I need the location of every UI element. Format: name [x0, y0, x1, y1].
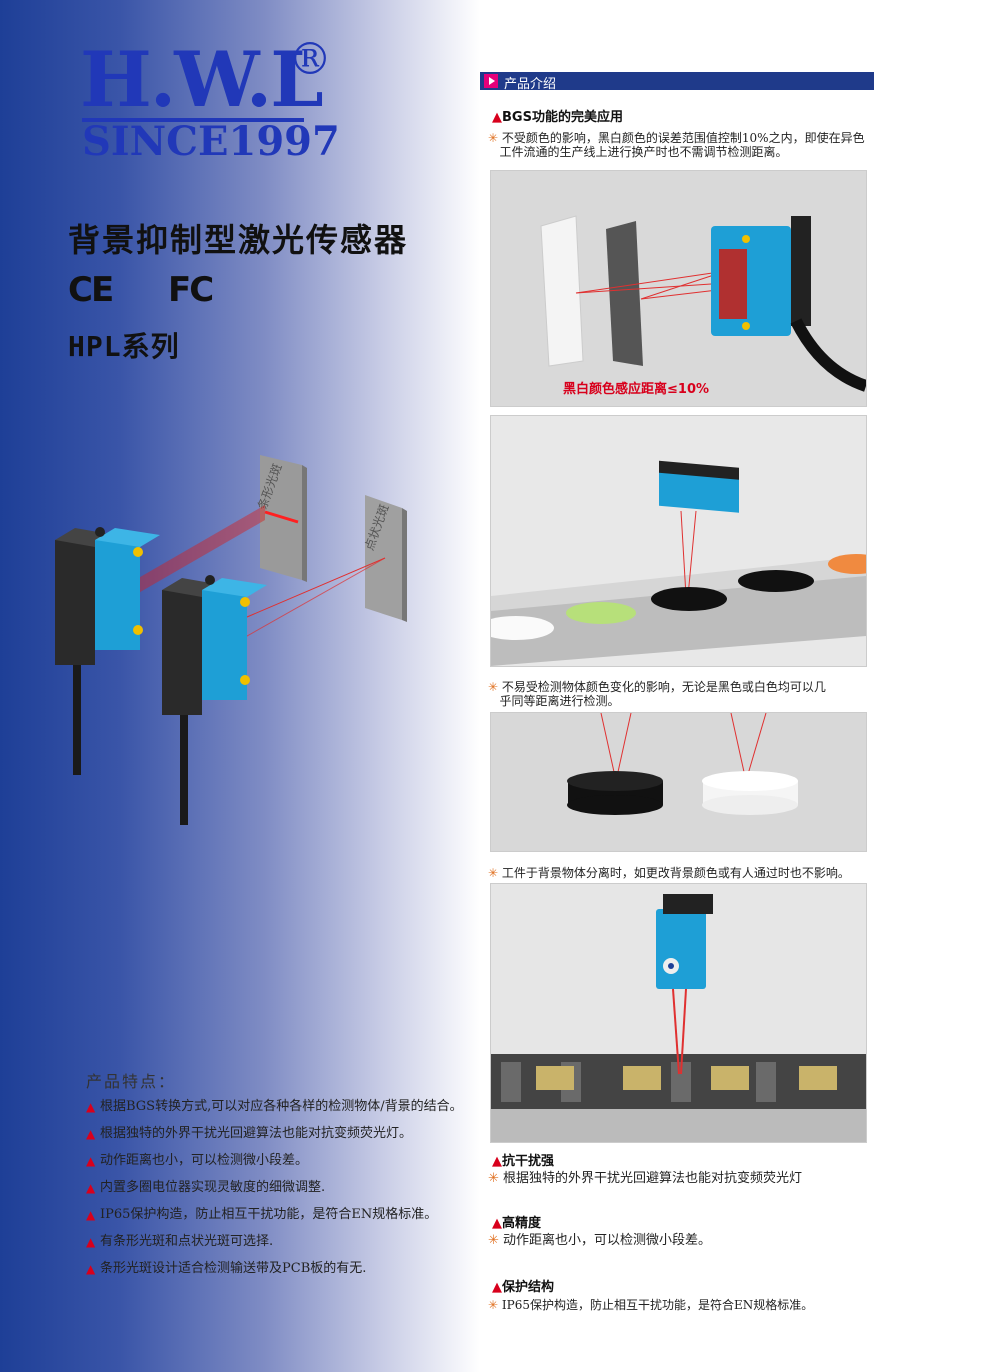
color-text: ✳ 不易受检测物体颜色变化的影响，无论是黑色或白色均可以几 乎同等距离进行检测。: [488, 680, 826, 708]
feature-item: ▲条形光斑设计适合检测输送带及PCB板的有无.: [86, 1261, 367, 1277]
sensor-illustration: 条形光斑 点状光斑: [55, 455, 407, 825]
protection-heading: ▲保护结构: [492, 1280, 555, 1295]
feature-item: ▲IP65保护构造，防止相互干扰功能，是符合EN规格标准。: [86, 1207, 438, 1223]
pcb-conveyor-panel: [490, 883, 867, 1143]
red-triangle-icon: ▲: [492, 1216, 502, 1231]
panel1-caption: 黑白颜色感应距离≤10%: [563, 381, 709, 397]
star-bullet-icon: ✳: [488, 1171, 499, 1186]
conveyor-color-panel: [490, 415, 867, 667]
fc-mark: FC: [168, 270, 214, 310]
feature-item: ▲有条形光斑和点状光斑可选择.: [86, 1234, 274, 1250]
precision-heading: ▲高精度: [492, 1216, 542, 1231]
intro-banner-label: 产品介绍: [504, 77, 557, 92]
red-triangle-icon: ▲: [492, 1154, 502, 1169]
star-bullet-icon: ✳: [488, 1233, 499, 1248]
intro-banner: 产品介绍: [480, 72, 874, 92]
red-triangle-icon: ▲: [492, 1280, 502, 1295]
star-bullet-icon: ✳: [488, 1298, 499, 1312]
white-target: [540, 215, 584, 367]
point-laser-beam: [239, 557, 386, 621]
bar-laser-beam: [135, 505, 265, 595]
precision-text: ✳ 动作距离也小，可以检测微小段差。: [488, 1233, 712, 1248]
star-bullet-icon: ✳: [488, 680, 499, 694]
star-bullet-icon: ✳: [488, 131, 499, 145]
features-heading: 产品特点：: [86, 1072, 177, 1091]
star-bullet-icon: ✳: [488, 866, 499, 880]
logo-underline: [82, 118, 304, 122]
brand-logo: H.W.L: [80, 35, 324, 124]
registered-mark: ®: [288, 34, 332, 85]
black-target: [606, 221, 643, 366]
series-name: HPL系列: [68, 330, 180, 363]
anti-interference-heading: ▲抗干扰强: [492, 1154, 555, 1169]
background-text: ✳ 工件于背景物体分离时，如更改背景颜色或有人通过时也不影响。: [488, 866, 850, 880]
sensor-point-type: [162, 575, 267, 825]
feature-item: ▲根据独特的外界干扰光回避算法也能对抗变频荧光灯。: [86, 1126, 413, 1142]
point-spot-target: [365, 495, 402, 620]
anti-interference-text: ✳ 根据独特的外界干扰光回避算法也能对抗变频荧光灯: [488, 1171, 803, 1186]
play-icon: [484, 74, 498, 88]
black-white-panel: [490, 712, 867, 852]
sensor-bar-type: [55, 527, 160, 775]
bgs-heading: ▲BGS功能的完美应用: [492, 110, 623, 125]
ce-mark: CE: [68, 270, 114, 310]
feature-item: ▲根据BGS转换方式,可以对应各种各样的检测物体/背景的结合。: [86, 1099, 463, 1115]
feature-item: ▲动作距离也小，可以检测微小段差。: [86, 1153, 309, 1169]
logo-since: SINCE1997: [82, 118, 340, 165]
bgs-demo-panel: 黑白颜色感应距离≤10%: [490, 170, 867, 407]
bgs-text: ✳ 不受颜色的影响，黑白颜色的误差范围值控制10%之内，即使在异色 工件流通的生…: [488, 131, 865, 159]
product-title: 背景抑制型激光传感器: [68, 221, 409, 259]
red-triangle-icon: ▲: [492, 110, 502, 125]
protection-text: ✳ IP65保护构造，防止相互干扰功能，是符合EN规格标准。: [488, 1298, 814, 1312]
features-list: ▲根据BGS转换方式,可以对应各种各样的检测物体/背景的结合。 ▲根据独特的外界…: [86, 1100, 466, 1289]
feature-item: ▲内置多圈电位器实现灵敏度的细微调整.: [86, 1180, 326, 1196]
